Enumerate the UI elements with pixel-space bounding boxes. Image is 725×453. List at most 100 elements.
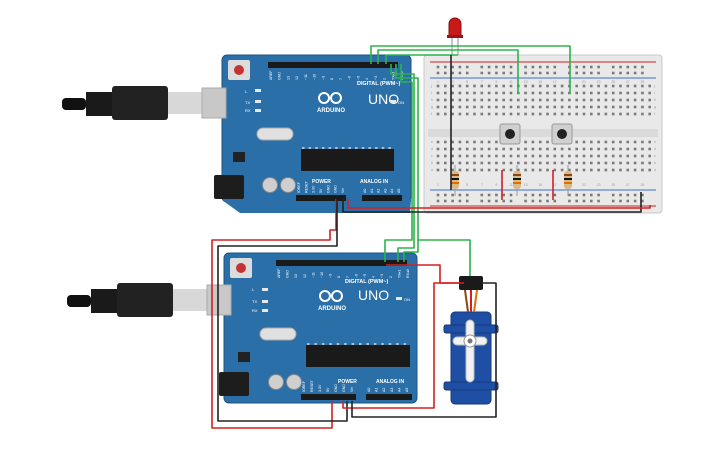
breadboard-hole: [465, 193, 469, 197]
breadboard-row-letter: h: [654, 98, 656, 102]
breadboard-hole: [546, 199, 549, 203]
pin-label: ~10: [313, 74, 317, 80]
breadboard-hole: [590, 84, 593, 88]
breadboard-hole: [582, 168, 586, 172]
breadboard-hole: [487, 91, 491, 95]
breadboard-row-letter: e: [654, 140, 656, 144]
chip-pin: [321, 343, 325, 345]
breadboard-hole: [451, 91, 454, 95]
chip-pin: [351, 343, 355, 345]
breadboard-hole: [568, 193, 571, 197]
svg-text:ON: ON: [404, 297, 410, 302]
breadboard-hole: [575, 168, 578, 172]
breadboard-hole: [473, 168, 476, 172]
pin-label: ~3: [374, 76, 378, 80]
breadboard-hole: [641, 168, 644, 172]
usb-cable-bottom: [67, 283, 232, 317]
breadboard-hole: [517, 168, 520, 172]
breadboard-hole: [590, 112, 593, 116]
breadboard-hole: [641, 98, 644, 102]
breadboard-row-letter: e: [431, 140, 433, 144]
breadboard-hole: [604, 91, 608, 95]
svg-text:TX: TX: [245, 100, 250, 105]
pin-label: ~6: [354, 274, 358, 278]
breadboard-hole: [517, 112, 520, 116]
capacitor: [286, 374, 302, 390]
breadboard-hole: [487, 98, 491, 102]
breadboard-hole: [597, 199, 600, 203]
breadboard-hole: [531, 65, 535, 69]
chip-pin: [368, 147, 371, 149]
breadboard-holes: [436, 65, 651, 203]
wire-red: [342, 282, 464, 409]
pin-label: A4: [397, 388, 401, 392]
breadboard-hole: [473, 112, 476, 116]
breadboard-hole: [546, 193, 549, 197]
breadboard-hole: [575, 140, 578, 144]
analog-header: [366, 394, 412, 400]
breadboard-hole: [582, 65, 586, 69]
breadboard-hole: [626, 161, 630, 165]
breadboard-hole: [524, 147, 527, 151]
pin-label: ~3: [380, 274, 384, 278]
breadboard-hole: [517, 154, 520, 158]
breadboard-hole: [538, 84, 542, 88]
breadboard-hole: [619, 147, 622, 151]
breadboard-hole: [524, 154, 527, 158]
breadboard-hole: [553, 71, 557, 75]
breadboard-hole: [582, 154, 586, 158]
breadboard-row-letter: a: [654, 168, 656, 172]
breadboard-hole: [590, 199, 593, 203]
breadboard-hole: [597, 168, 600, 172]
breadboard-hole: [626, 193, 630, 197]
breadboard-hole: [560, 91, 564, 95]
pin-label: TX▸1: [391, 72, 395, 80]
breadboard-hole: [473, 98, 476, 102]
breadboard-hole: [619, 112, 622, 116]
breadboard-hole: [619, 91, 622, 95]
breadboard-column-number: 15: [538, 80, 542, 84]
breadboard-hole: [582, 199, 586, 203]
breadboard-column-number: 7: [481, 80, 483, 84]
reset-button[interactable]: [234, 65, 244, 75]
breadboard-hole: [597, 147, 600, 151]
chip-pin: [366, 343, 369, 345]
pin-label: 3.3V: [318, 384, 322, 392]
pin-label: A1: [370, 189, 374, 193]
arduino-logo: ARDUINO: [318, 290, 346, 312]
capacitor: [280, 177, 296, 193]
svg-text:ARDUINO: ARDUINO: [317, 108, 345, 114]
breadboard-hole: [436, 71, 440, 75]
pin-label: A2: [377, 189, 381, 193]
breadboard-hole: [531, 140, 535, 144]
breadboard-row-letter: g: [654, 105, 656, 109]
reset-button[interactable]: [236, 263, 246, 273]
breadboard-hole: [465, 147, 469, 151]
breadboard-hole: [590, 98, 593, 102]
breadboard-hole: [502, 91, 505, 95]
resistor-3: [564, 165, 572, 196]
pin-label: ~9: [321, 76, 325, 80]
breadboard-hole: [495, 91, 498, 95]
breadboard-hole: [538, 199, 542, 203]
breadboard-hole: [597, 140, 600, 144]
breadboard-hole: [575, 112, 578, 116]
breadboard-hole: [568, 161, 571, 165]
breadboard-hole: [568, 154, 571, 158]
breadboard-hole: [524, 193, 527, 197]
breadboard-hole: [509, 71, 513, 75]
breadboard-hole: [604, 105, 608, 109]
pin-label: 5V: [326, 387, 330, 392]
breadboard-hole: [517, 147, 520, 151]
pin-label: RX◂0: [400, 71, 404, 80]
status-leds: L TX RX ON: [245, 89, 404, 113]
power-label: POWER: [312, 179, 331, 185]
breadboard-column-number: 3: [452, 80, 454, 84]
breadboard-hole: [495, 168, 498, 172]
breadboard-hole: [509, 91, 513, 95]
breadboard-hole: [524, 84, 527, 88]
breadboard-hole: [597, 71, 600, 75]
breadboard-hole: [451, 154, 454, 158]
